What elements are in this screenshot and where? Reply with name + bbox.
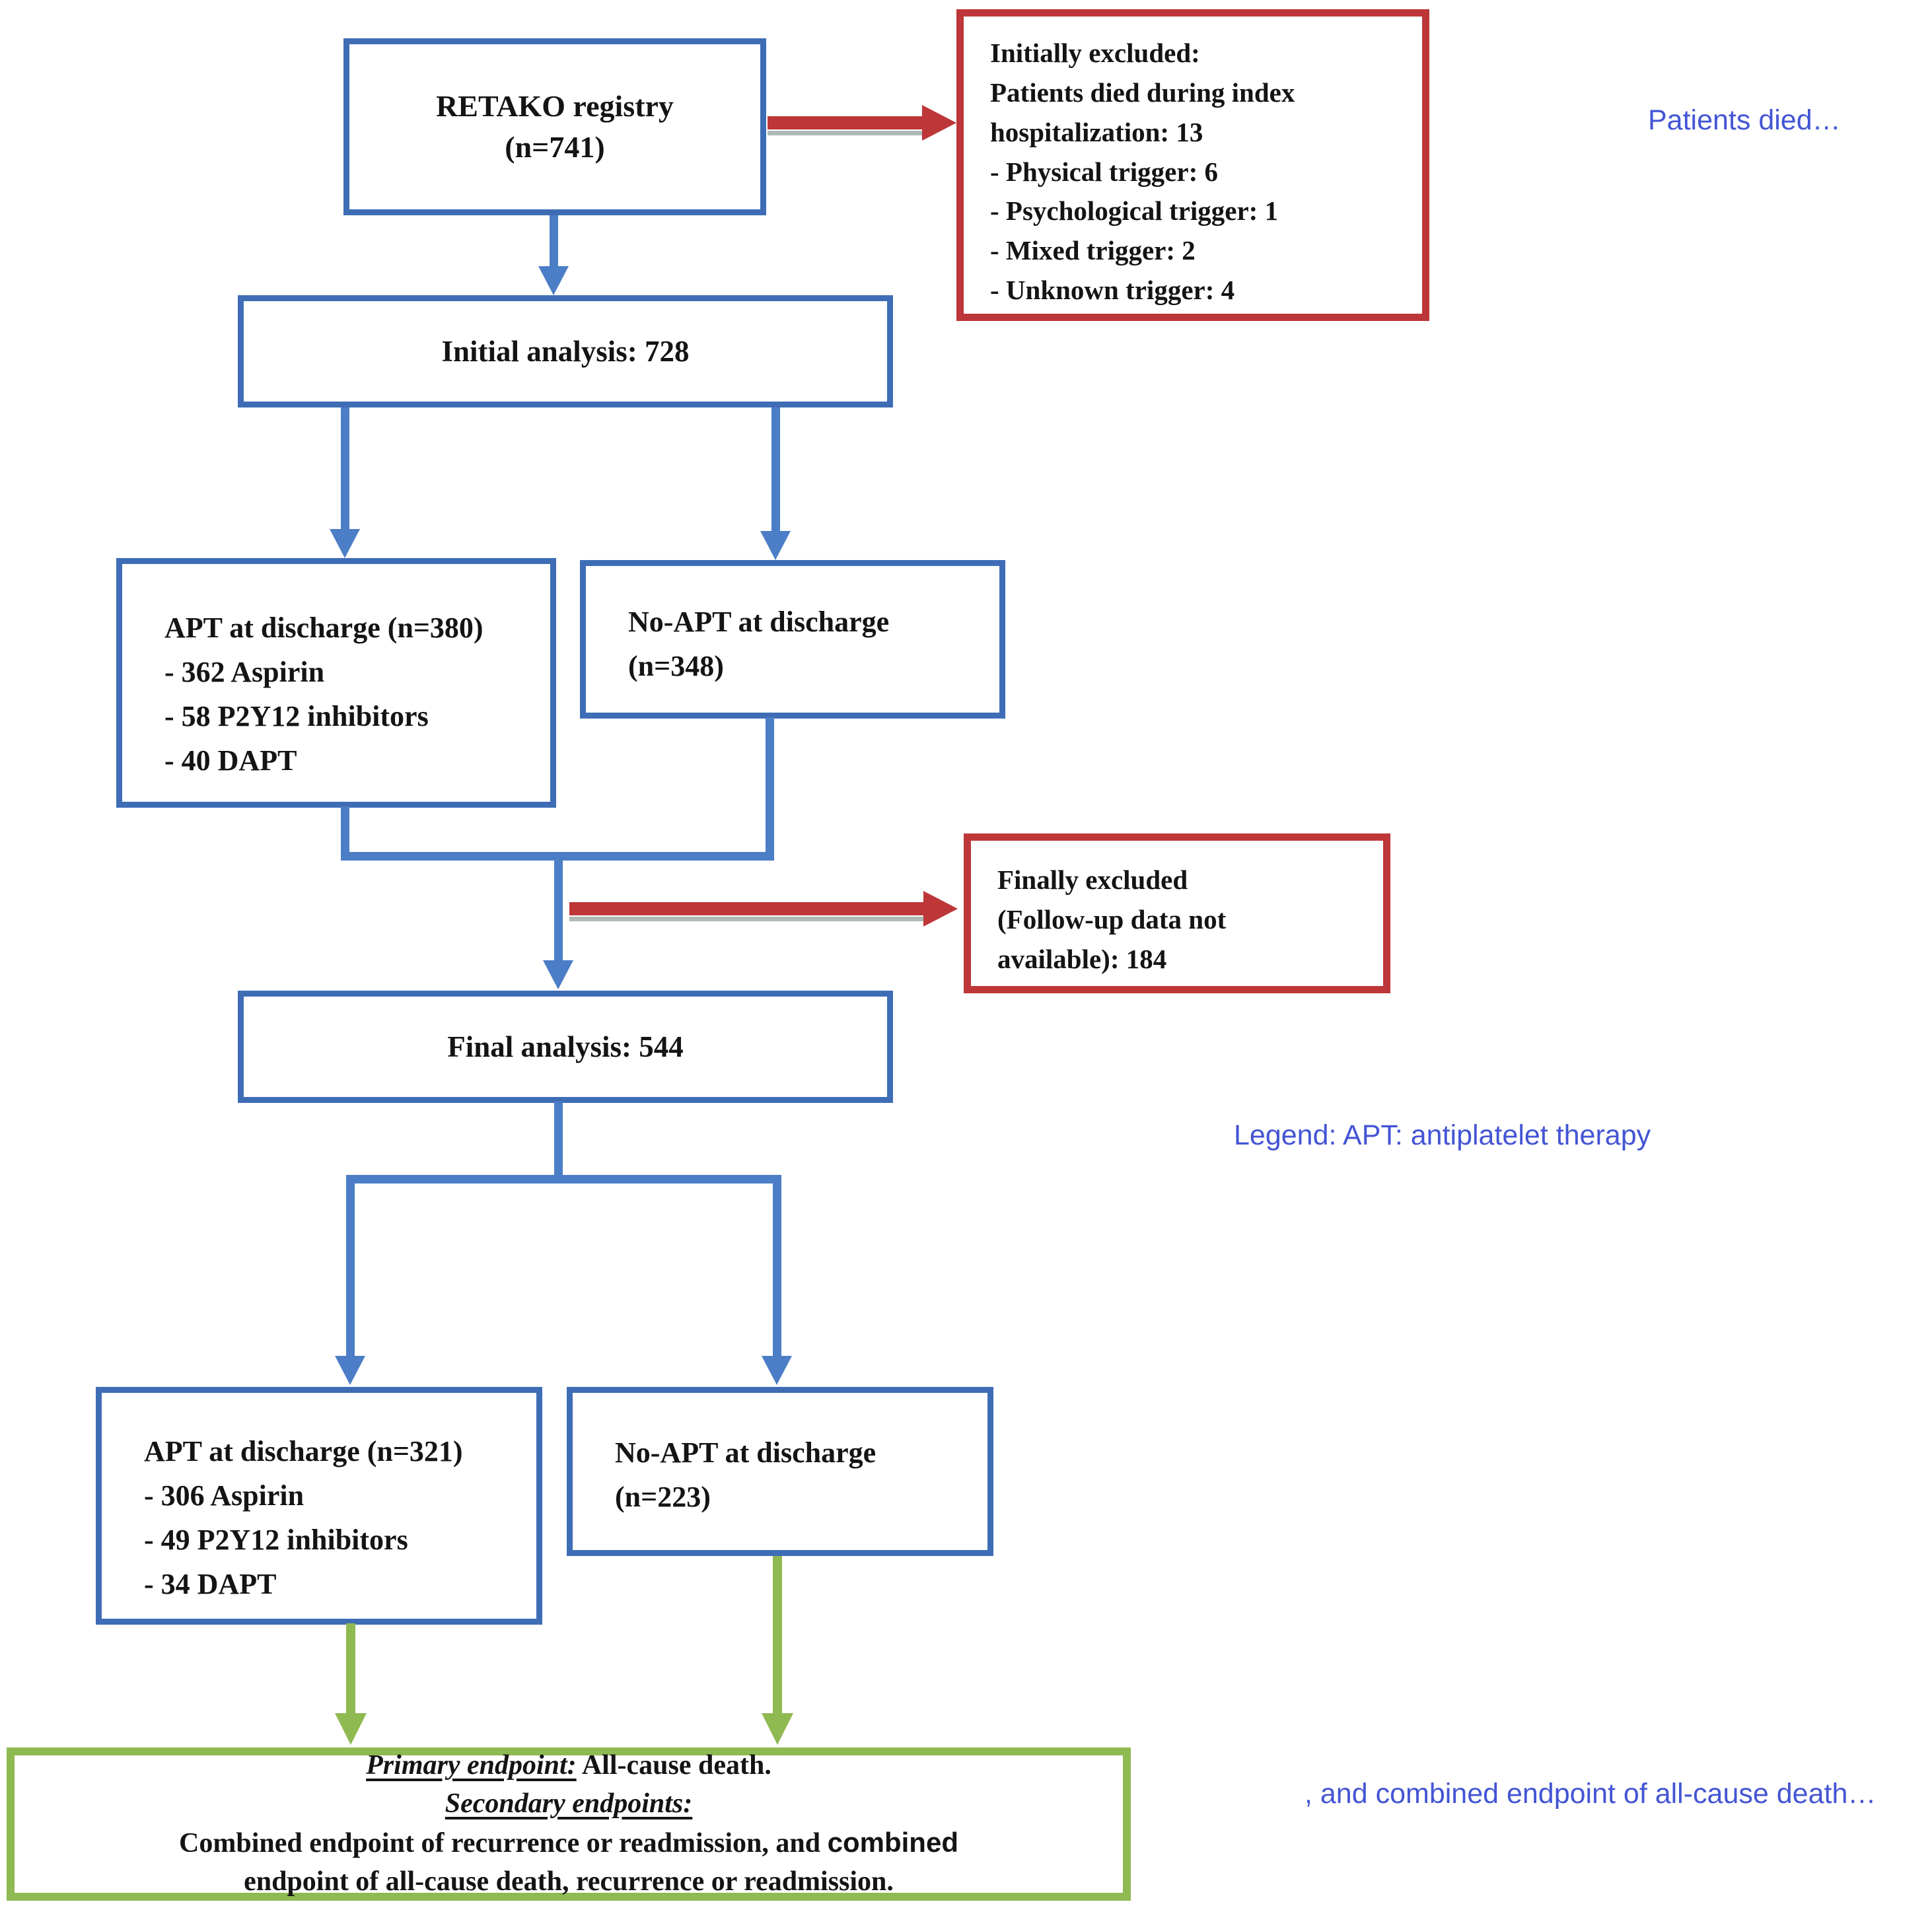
apt-discharge-1-box: APT at discharge (n=380) - 362 Aspirin -… — [116, 558, 556, 808]
connector-line — [341, 852, 774, 861]
initially-excluded-line: Patients died during index — [990, 77, 1295, 108]
combined-endpoint-note: , and combined endpoint of all-cause dea… — [1305, 1778, 1877, 1810]
arrow-shaft — [346, 1175, 355, 1357]
retako-registry-box: RETAKO registry (n=741) — [343, 38, 766, 215]
arrow-down-head-icon — [543, 960, 573, 989]
initially-excluded-line: hospitalization: 13 — [990, 116, 1203, 147]
arrow-down-head-icon — [760, 531, 791, 560]
apt1-line: - 58 P2Y12 inhibitors — [164, 699, 429, 732]
arrow-shadow — [569, 917, 923, 921]
final-analysis-box: Final analysis: 544 — [238, 991, 893, 1103]
arrow-shaft — [346, 1623, 355, 1714]
noapt1-line: (n=348) — [628, 649, 724, 682]
endpoints-box: Primary endpoint: All-cause death. Secon… — [7, 1747, 1131, 1901]
initially-excluded-line: - Physical trigger: 6 — [990, 156, 1218, 187]
primary-endpoint-line: Primary endpoint: All-cause death. — [366, 1747, 771, 1785]
initially-excluded-line: - Mixed trigger: 2 — [990, 235, 1196, 266]
arrow-down-head-icon — [762, 1713, 793, 1745]
connector-line — [346, 1175, 781, 1183]
arrow-right-head-icon — [923, 891, 958, 927]
secondary-endpoints-label: Secondary endpoints: — [445, 1788, 693, 1819]
retako-registry-title: RETAKO registry — [436, 88, 674, 123]
apt-discharge-2-box: APT at discharge (n=321) - 306 Aspirin -… — [96, 1387, 542, 1625]
arrow-down-head-icon — [335, 1713, 367, 1745]
connector-line — [766, 717, 774, 856]
arrow-shaft — [550, 215, 558, 268]
primary-endpoint-label: Primary endpoint: — [366, 1750, 577, 1781]
finally-excluded-line: available): 184 — [997, 943, 1167, 974]
apt1-line: - 40 DAPT — [164, 744, 297, 777]
connector-line — [554, 1102, 563, 1180]
arrow-down-head-icon — [538, 266, 569, 295]
noapt2-line: No-APT at discharge — [615, 1436, 877, 1469]
arrow-shaft — [554, 861, 563, 961]
patients-died-note: Patients died… — [1648, 104, 1841, 136]
apt1-line: APT at discharge (n=380) — [164, 612, 483, 644]
arrow-shaft — [771, 407, 780, 531]
arrow-shaft — [768, 116, 922, 129]
legend-note: Legend: APT: antiplatelet therapy — [1234, 1119, 1651, 1151]
secondary-endpoints-line2: endpoint of all-cause death, recurrence … — [244, 1866, 894, 1897]
apt2-line: - 49 P2Y12 inhibitors — [144, 1523, 408, 1556]
primary-endpoint-value: All-cause death. — [576, 1750, 771, 1781]
arrow-down-head-icon — [330, 529, 360, 558]
secondary-endpoints-heading: Secondary endpoints: — [445, 1785, 693, 1823]
initially-excluded-line: - Psychological trigger: 1 — [990, 195, 1279, 227]
arrow-shadow — [768, 131, 922, 135]
secondary-endpoints-line1-serif: Combined endpoint of recurrence or readm… — [179, 1828, 828, 1858]
finally-excluded-box: Finally excluded (Follow-up data not ava… — [964, 833, 1390, 993]
finally-excluded-line: Finally excluded — [997, 865, 1188, 895]
arrow-down-head-icon — [762, 1356, 792, 1385]
noapt1-line: No-APT at discharge — [628, 606, 890, 638]
arrow-shaft — [341, 407, 349, 530]
arrow-shaft — [773, 1556, 782, 1714]
apt2-line: - 306 Aspirin — [144, 1479, 304, 1512]
connector-line — [341, 806, 349, 856]
arrow-down-head-icon — [335, 1356, 365, 1385]
secondary-endpoints-line1-sans: combined — [827, 1827, 958, 1858]
initially-excluded-box: Initially excluded: Patients died during… — [956, 9, 1429, 321]
arrow-right-head-icon — [922, 105, 956, 141]
no-apt-discharge-1-box: No-APT at discharge (n=348) — [580, 560, 1005, 719]
noapt2-line: (n=223) — [615, 1480, 711, 1513]
final-analysis-label: Final analysis: 544 — [447, 1030, 684, 1063]
apt1-line: - 362 Aspirin — [164, 655, 325, 688]
arrow-shaft — [773, 1175, 781, 1357]
secondary-endpoints-line1: Combined endpoint of recurrence or readm… — [179, 1823, 958, 1863]
no-apt-discharge-2-box: No-APT at discharge (n=223) — [567, 1387, 993, 1556]
initially-excluded-line: - Unknown trigger: 4 — [990, 275, 1235, 306]
initially-excluded-line: Initially excluded: — [990, 38, 1200, 68]
apt2-line: - 34 DAPT — [144, 1567, 277, 1600]
initial-analysis-label: Initial analysis: 728 — [441, 335, 690, 368]
initial-analysis-box: Initial analysis: 728 — [238, 295, 893, 407]
arrow-shaft — [569, 902, 923, 915]
finally-excluded-line: (Follow-up data not — [997, 903, 1227, 935]
retako-registry-count: (n=741) — [505, 130, 605, 164]
apt2-line: APT at discharge (n=321) — [144, 1435, 463, 1467]
